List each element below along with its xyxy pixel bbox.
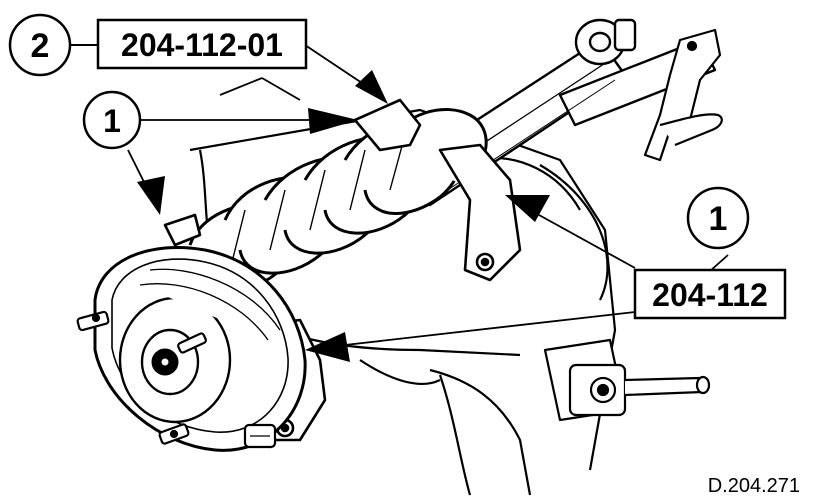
tool-label-right-text: 204-112	[652, 277, 768, 313]
damper-top-mount	[574, 18, 637, 66]
lower-clamp	[543, 338, 711, 422]
callout-1-left: 1	[82, 90, 142, 150]
tool-label-right: 204-112	[633, 268, 787, 320]
bracket-right	[643, 28, 723, 162]
callout-1-right: 1	[686, 186, 750, 250]
callout-2: 2	[8, 13, 72, 77]
arrow-plate-bottom	[305, 332, 350, 362]
tool-label-upper-text: 204-112-01	[121, 27, 283, 63]
compressor-plate-upper	[353, 98, 522, 282]
threaded-rod-nuts	[243, 423, 277, 449]
callout-1-left-number: 1	[103, 103, 121, 139]
tool-label-upper: 204-112-01	[96, 18, 308, 70]
arrow-plate-top	[308, 108, 358, 134]
callout-arrows	[137, 70, 550, 362]
figure-reference: D.204.271	[708, 475, 800, 497]
arrow-plate-right	[505, 195, 550, 222]
arrow-plate-left	[137, 176, 165, 215]
arrow-tool-upper	[355, 70, 388, 104]
callout-1-right-number: 1	[709, 200, 728, 238]
hub-disc	[93, 245, 307, 452]
wheel-studs	[76, 310, 207, 445]
callout-2-number: 2	[31, 27, 50, 65]
